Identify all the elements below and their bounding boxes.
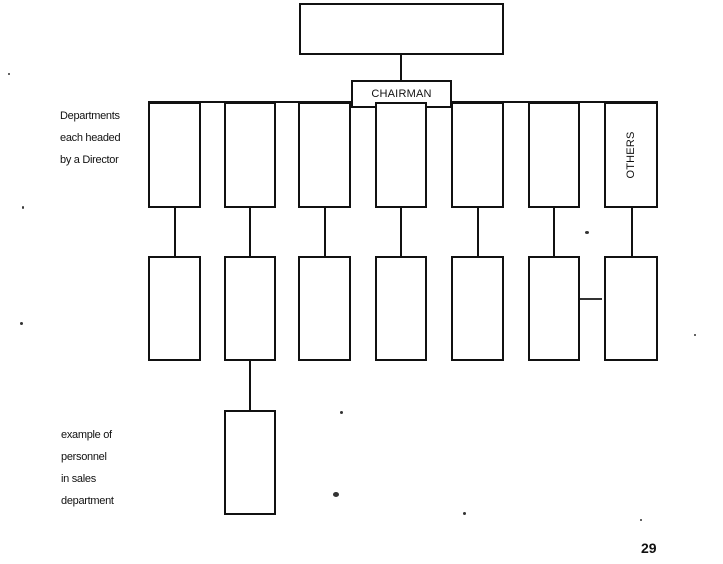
page-number: 29 — [641, 540, 657, 556]
director-box — [451, 102, 504, 208]
departments-caption-line: by a Director — [60, 154, 119, 166]
sales-connector-line — [249, 361, 251, 411]
scan-speck — [585, 231, 589, 234]
scan-speck — [333, 492, 339, 497]
manager-box — [298, 256, 351, 361]
sales-caption-line: department — [61, 495, 114, 507]
top-box — [299, 3, 504, 55]
scan-speck — [22, 206, 24, 209]
sales-manager-box — [224, 256, 276, 361]
director-box — [224, 102, 276, 208]
manager-box — [528, 256, 580, 361]
scan-speck — [694, 334, 696, 336]
scan-speck — [340, 411, 343, 414]
chairman-label: CHAIRMAN — [371, 88, 432, 100]
manager-box — [451, 256, 504, 361]
connector-line — [400, 208, 402, 257]
sales-caption-line: personnel — [61, 451, 107, 463]
connector-line — [174, 208, 176, 257]
director-box — [298, 102, 351, 208]
connector-line — [249, 208, 251, 257]
sales-personnel-box — [224, 410, 276, 515]
director-box — [528, 102, 580, 208]
departments-caption: Departments each headed by a Director — [60, 105, 121, 171]
director-box — [375, 102, 427, 208]
departments-caption-line: each headed — [60, 132, 121, 144]
scan-speck — [20, 322, 23, 325]
manager-box — [375, 256, 427, 361]
manager-box — [148, 256, 201, 361]
scan-mark — [580, 298, 602, 300]
director-box — [148, 102, 201, 208]
manager-box — [604, 256, 658, 361]
sales-caption-line: in sales — [61, 473, 96, 485]
scan-speck — [640, 519, 642, 521]
others-label: OTHERS — [625, 131, 637, 179]
connector-line — [324, 208, 326, 257]
scan-speck — [463, 512, 466, 515]
top-connector — [400, 55, 402, 81]
scan-speck — [8, 73, 10, 75]
departments-caption-line: Departments — [60, 110, 120, 122]
connector-line — [631, 208, 633, 257]
others-director-box: OTHERS — [604, 102, 658, 208]
sales-caption: example of personnel in sales department — [61, 424, 114, 512]
sales-caption-line: example of — [61, 429, 112, 441]
connector-line — [477, 208, 479, 257]
connector-line — [553, 208, 555, 257]
